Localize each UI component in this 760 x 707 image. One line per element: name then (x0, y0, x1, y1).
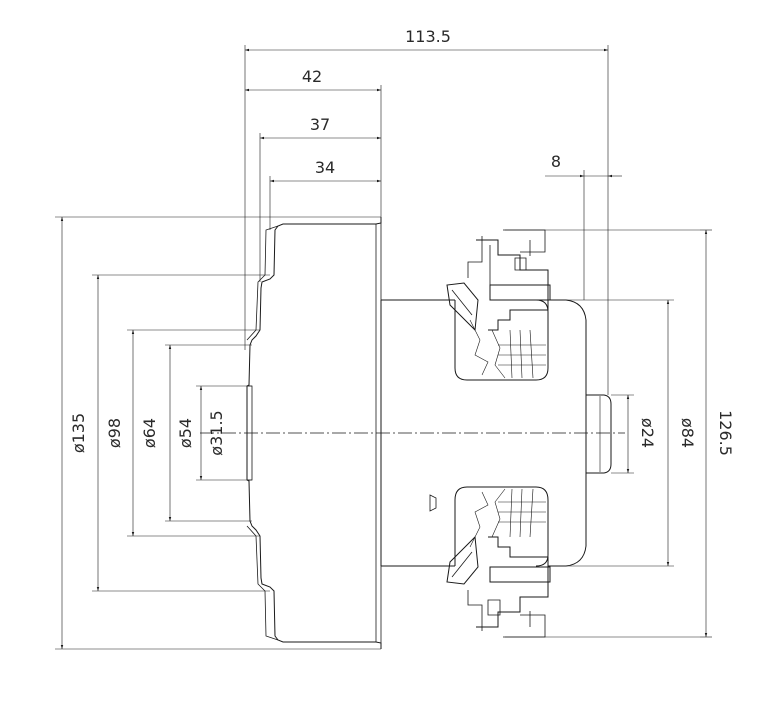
dim-label-dia-135: ø135 (69, 413, 88, 453)
dim-label-8: 8 (551, 152, 561, 171)
dim-label-42: 42 (302, 67, 322, 86)
dim-label-dia-24: ø24 (638, 418, 657, 448)
dim-label-dia-31-5: ø31.5 (207, 410, 226, 455)
brush-assembly-top (446, 229, 700, 381)
dim-label-dia-98: ø98 (105, 418, 124, 448)
dim-label-37: 37 (310, 115, 330, 134)
dim-label-dia-64: ø64 (140, 418, 159, 448)
dim-label-dia-54: ø54 (176, 418, 195, 448)
dim-label-126-5: 126.5 (716, 410, 735, 456)
brush-assembly-bottom (446, 486, 700, 638)
motor-body (380, 299, 612, 567)
left-diameter-dimensions: ø135 ø98 ø64 ø54 ø31.5 (55, 216, 381, 650)
dim-label-dia-84: ø84 (678, 418, 697, 448)
top-dimensions: 113.5 42 37 34 8 (244, 27, 622, 395)
dim-label-113-5: 113.5 (405, 27, 451, 46)
right-dimensions: ø24 ø84 126.5 (566, 229, 735, 638)
dim-label-34: 34 (315, 158, 335, 177)
